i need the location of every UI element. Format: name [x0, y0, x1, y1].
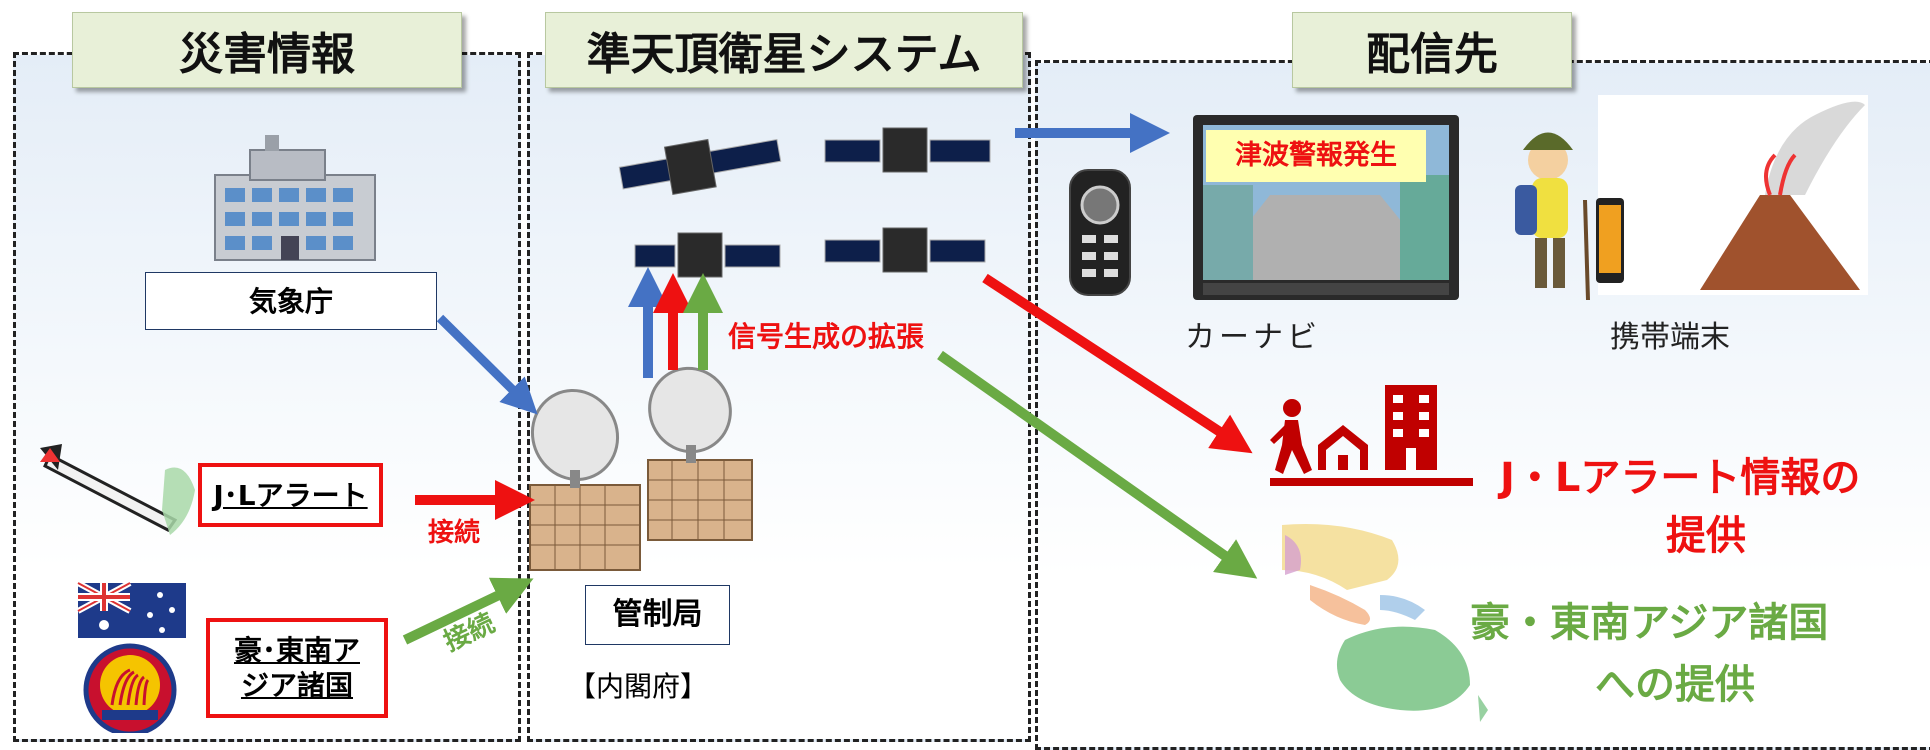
mobile-label: 携帯端末 — [1610, 320, 1730, 355]
asia-pacific-map-icon — [1282, 524, 1488, 722]
australia-flag-icon — [76, 580, 186, 638]
control-station-icon — [529, 366, 753, 571]
car-navi-label: カーナビ — [1185, 320, 1321, 355]
asean-source-label: 豪･東南ア ジア諸国 — [206, 618, 388, 718]
qzss-title: 準天頂衛星システム — [545, 12, 1023, 88]
asean-output-arrow — [937, 350, 1258, 579]
jalert-source-text: J･Lアラート — [213, 478, 368, 512]
jma-arrow — [436, 314, 538, 415]
jalert-source-label: J･Lアラート — [198, 463, 383, 527]
jalert-output-line2: 提供 — [1666, 513, 1746, 559]
satellites-icon — [618, 127, 991, 278]
jalert-output-arrow — [982, 273, 1253, 454]
cabinet-office-label: 【内閣府】 — [568, 670, 709, 703]
jalert-output-line1: J・Lアラート情報の — [1500, 455, 1861, 501]
jma-label: 気象庁 — [145, 272, 437, 330]
connect-red-label: 接続 — [428, 518, 481, 548]
asean-arrow — [402, 577, 534, 645]
signal-expansion-label: 信号生成の拡張 — [728, 320, 925, 353]
jma-building-icon — [214, 135, 376, 261]
hiker-volcano-icon — [1515, 95, 1868, 301]
missile-icon — [40, 444, 195, 535]
asean-output-line1: 豪・東南アジア諸国 — [1470, 600, 1829, 646]
asean-source-line1: 豪･東南ア — [233, 634, 360, 667]
asean-source-line2: ジア諸国 — [240, 669, 353, 702]
control-station-label: 管制局 — [585, 585, 730, 645]
asean-output-line2: への提供 — [1595, 662, 1755, 708]
asean-logo-icon — [83, 643, 177, 733]
disaster-info-title: 災害情報 — [72, 12, 462, 88]
destinations-title: 配信先 — [1292, 12, 1572, 88]
evacuation-pictogram-icon — [1270, 385, 1473, 486]
tsunami-alert-label: 津波警報発生 — [1206, 130, 1426, 182]
